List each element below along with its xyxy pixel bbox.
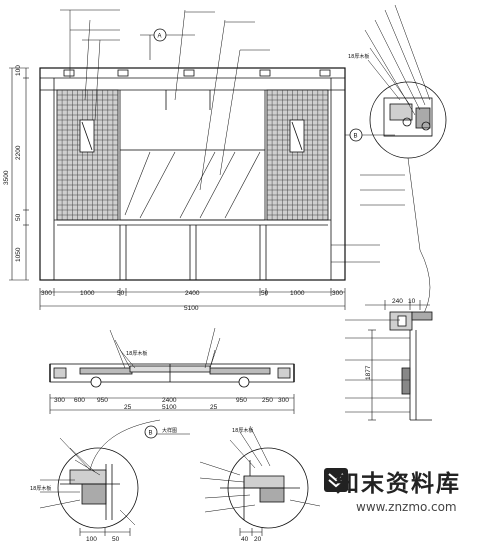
detail-b-marker: B [149, 431, 153, 437]
section-dim-240: 240 [392, 298, 403, 305]
watermark-panel [322, 436, 504, 560]
plan-view [49, 327, 295, 471]
plan-dim-3: 2400 [162, 397, 177, 404]
detail-b-dim-100: 100 [86, 536, 97, 543]
hdim-1000-right: 1000 [290, 290, 305, 297]
vdim-top: 100 [15, 65, 22, 76]
detail-c-dim-20: 20 [254, 536, 262, 543]
plan-dim-4: 950 [236, 397, 247, 404]
hdim-50-left: 50 [117, 290, 125, 297]
vdim-1050: 1050 [15, 247, 22, 262]
plan-total: 5100 [162, 404, 177, 411]
hdim-50-right: 50 [261, 290, 269, 297]
plan-dim-2: 950 [97, 397, 108, 404]
vdim-total: 3500 [3, 170, 10, 185]
section-marker-a: A [158, 34, 162, 40]
hdim-total-5100: 5100 [184, 305, 199, 312]
section-dim-10: 10 [408, 298, 416, 305]
plan-dim-1: 600 [74, 397, 85, 404]
plan-dim-6: 300 [278, 397, 289, 404]
watermark-logo-icon [324, 468, 348, 492]
detail-c-dim-40: 40 [241, 536, 249, 543]
plan-subdim-left: 25 [124, 404, 132, 411]
vdim-2200: 2200 [15, 145, 22, 160]
detail-circle-top-right [360, 4, 447, 321]
hdim-300-right: 300 [332, 290, 343, 297]
watermark-url: www.znzmo.com [356, 500, 457, 514]
elevation-view [9, 9, 395, 310]
detail-b-title: 大样图 [162, 427, 177, 434]
section-right [345, 300, 433, 421]
top-detail-label-18: 18厚木板 [348, 53, 369, 60]
watermark-title: 知末资料库 [336, 471, 461, 497]
hdim-300-left: 300 [41, 290, 52, 297]
vdim-50: 50 [15, 213, 22, 221]
plan-dim-5: 250 [262, 397, 273, 404]
detail-b-label-18: 18厚木板 [30, 485, 51, 492]
plan-subdim-right: 25 [210, 404, 218, 411]
detail-b-view [39, 425, 190, 536]
detail-b-dim-50: 50 [112, 536, 120, 543]
detail-c-view [199, 425, 321, 536]
plan-label-18-board: 18厚木板 [126, 350, 147, 357]
plan-dim-0: 300 [54, 397, 65, 404]
hdim-1000-left: 1000 [80, 290, 95, 297]
detail-c-label-18: 18厚木板 [232, 427, 253, 434]
section-dim-vertical: 1877 [365, 365, 372, 380]
hdim-2400: 2400 [185, 290, 200, 297]
section-marker-b: B [354, 134, 358, 140]
